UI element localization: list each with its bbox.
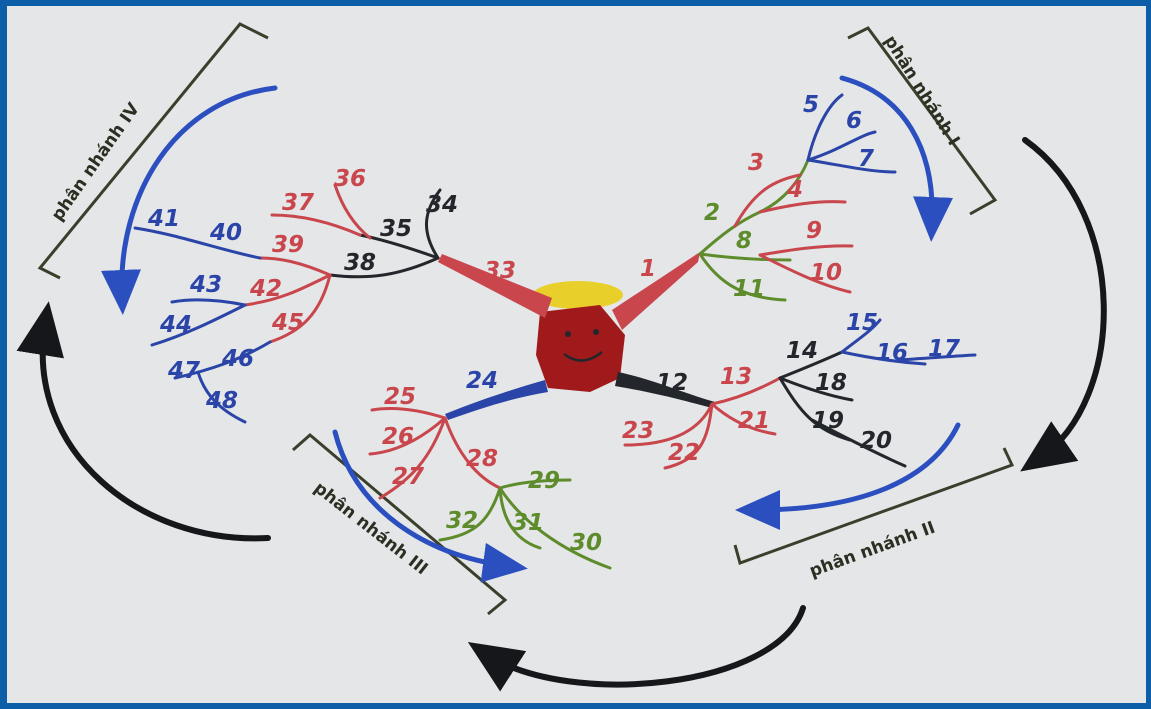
- node-24: 24: [466, 368, 498, 394]
- node-14: 14: [786, 338, 818, 364]
- node-4: 4: [786, 177, 803, 203]
- node-19: 19: [812, 408, 844, 434]
- node-48: 48: [205, 388, 238, 414]
- node-7: 7: [858, 146, 874, 172]
- node-33: 33: [484, 258, 516, 284]
- node-6: 6: [846, 108, 862, 134]
- node-42: 42: [249, 276, 282, 302]
- node-29: 29: [528, 468, 560, 494]
- node-43: 43: [189, 272, 222, 298]
- node-8: 8: [736, 228, 752, 254]
- node-17: 17: [928, 336, 960, 362]
- node-10: 10: [810, 260, 842, 286]
- node-35: 35: [380, 216, 412, 242]
- node-25: 25: [384, 384, 416, 410]
- node-34: 34: [426, 192, 458, 218]
- node-37: 37: [282, 190, 314, 216]
- node-1: 1: [640, 256, 656, 282]
- node-13: 13: [720, 364, 752, 390]
- node-38: 38: [344, 250, 376, 276]
- node-23: 23: [622, 418, 654, 444]
- node-32: 32: [446, 508, 478, 534]
- node-22: 22: [668, 440, 700, 466]
- node-47: 47: [167, 358, 200, 384]
- node-5: 5: [803, 92, 819, 118]
- node-31: 31: [512, 510, 544, 536]
- node-26: 26: [382, 424, 414, 450]
- node-30: 30: [570, 530, 602, 556]
- node-28: 28: [466, 446, 498, 472]
- node-41: 41: [147, 206, 180, 232]
- node-2: 2: [704, 200, 720, 226]
- node-15: 15: [846, 310, 878, 336]
- node-39: 39: [272, 232, 304, 258]
- node-40: 40: [209, 220, 242, 246]
- node-18: 18: [815, 370, 847, 396]
- node-12: 12: [656, 370, 688, 396]
- node-16: 16: [876, 340, 908, 366]
- node-44: 44: [159, 312, 192, 338]
- node-9: 9: [806, 218, 822, 244]
- node-11: 11: [733, 276, 765, 302]
- node-36: 36: [334, 166, 366, 192]
- node-3: 3: [748, 150, 764, 176]
- node-45: 45: [271, 310, 304, 336]
- node-27: 27: [392, 464, 424, 490]
- node-46: 46: [221, 346, 254, 372]
- node-20: 20: [860, 428, 892, 454]
- node-21: 21: [738, 408, 770, 434]
